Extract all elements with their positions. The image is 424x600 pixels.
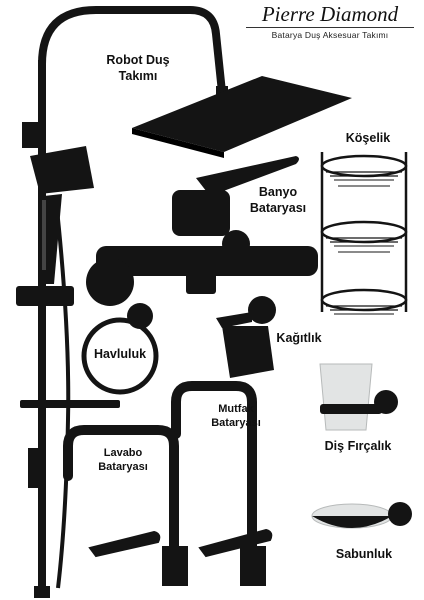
label-shower-set: Robot Duş Takımı xyxy=(94,52,182,84)
label-toothbrush-holder-text: Diş Fırçalık xyxy=(324,439,392,453)
label-corner-shelf: Köşelik xyxy=(336,130,400,146)
label-bath-faucet-line2: Bataryası xyxy=(249,201,307,215)
label-soap-dish-text: Sabunluk xyxy=(335,547,393,561)
label-paper-holder-text: Kağıtlık xyxy=(276,331,322,345)
label-basin-faucet-line1: Lavabo xyxy=(103,447,143,459)
brand-name: Pierre Diamond xyxy=(261,2,399,26)
kitchen-faucet-icon xyxy=(171,381,273,586)
basin-faucet-icon xyxy=(63,425,188,586)
label-kitchen-faucet-line1: Mutfak xyxy=(218,403,254,415)
corner-shelf-icon xyxy=(320,152,408,315)
label-soap-dish: Sabunluk xyxy=(324,546,404,562)
shower-column-icon xyxy=(16,6,226,598)
label-corner-shelf-text: Köşelik xyxy=(345,131,391,145)
bath-faucet-icon xyxy=(86,156,318,306)
label-bath-faucet: Banyo Bataryası xyxy=(240,184,316,216)
paper-holder-icon xyxy=(216,296,276,378)
brand-header: Pierre Diamond Batarya Duş Aksesuar Takı… xyxy=(246,2,414,40)
label-basin-faucet: Lavabo Bataryası xyxy=(88,446,158,474)
brand-tagline: Batarya Duş Aksesuar Takımı xyxy=(246,27,414,40)
label-toothbrush-holder: Diş Fırçalık xyxy=(310,438,406,454)
label-towel-ring-text: Havluluk xyxy=(93,347,147,361)
soap-dish-icon xyxy=(311,502,412,529)
towel-ring-icon xyxy=(81,303,159,395)
label-basin-faucet-line2: Bataryası xyxy=(98,461,148,473)
label-shower-set-line1: Robot Duş xyxy=(106,53,170,67)
label-kitchen-faucet-line2: Bataryası xyxy=(211,417,261,429)
label-paper-holder: Kağıtlık xyxy=(268,330,330,346)
toothbrush-holder-icon xyxy=(319,363,398,431)
label-towel-ring: Havluluk xyxy=(88,346,152,362)
rain-shower-head-icon xyxy=(132,76,352,158)
label-kitchen-faucet: Mutfak Bataryası xyxy=(200,402,272,430)
label-bath-faucet-line1: Banyo xyxy=(258,185,298,199)
label-shower-set-line2: Takımı xyxy=(118,69,158,83)
hand-shower-icon xyxy=(30,146,94,284)
